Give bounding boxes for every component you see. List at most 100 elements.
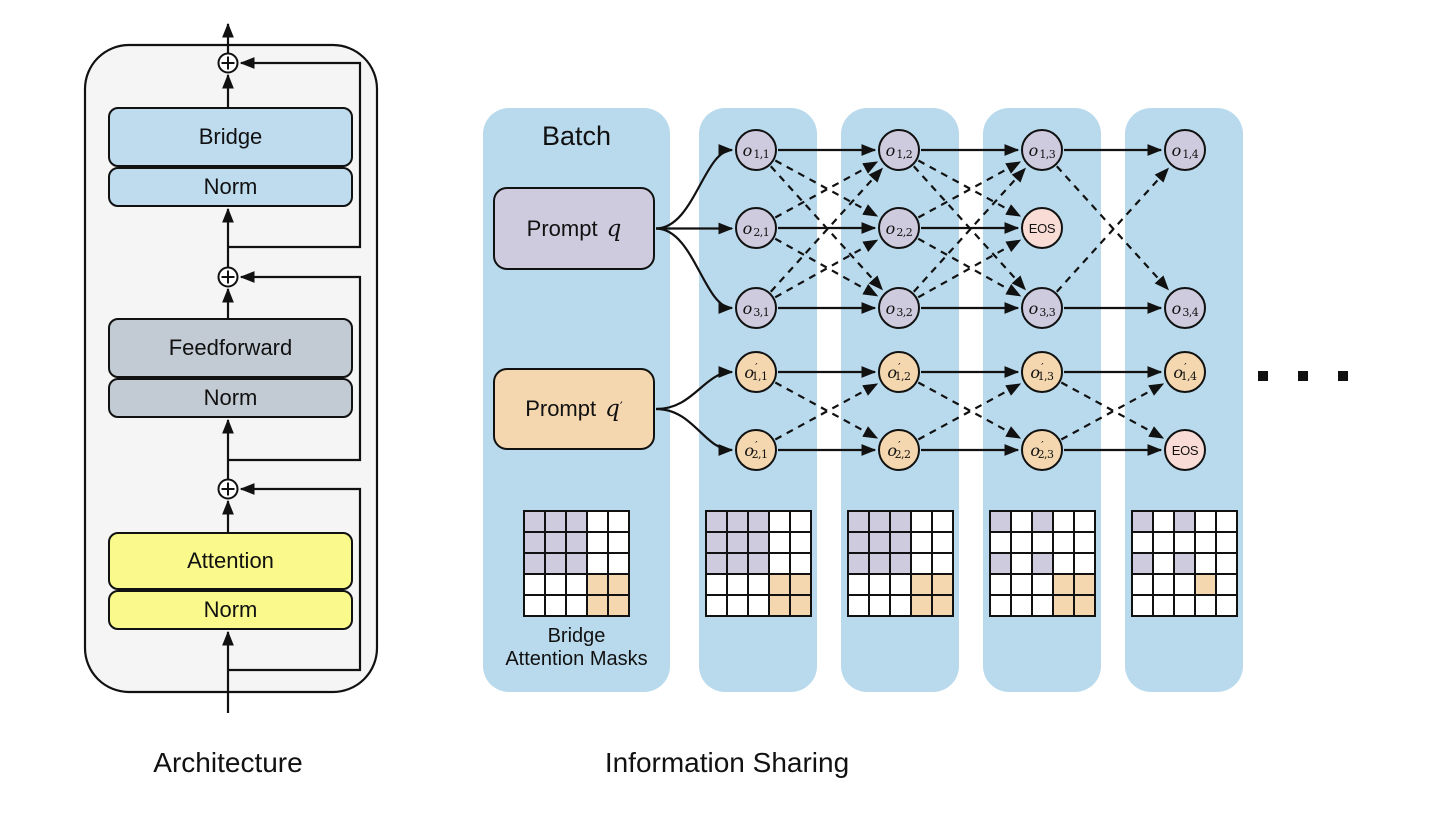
mask-cell	[1153, 575, 1173, 594]
token-base: o	[744, 440, 755, 460]
mask-cell	[1011, 533, 1031, 552]
mask-label-line2: Attention Masks	[505, 648, 648, 670]
mask-cell	[587, 596, 607, 615]
mask-cell	[911, 575, 931, 594]
token-base: o	[1171, 140, 1182, 160]
mask-cell	[932, 554, 952, 573]
token-node-p23: o′2,3	[1021, 429, 1063, 471]
mask-cell	[890, 512, 910, 531]
ellipsis-square	[1258, 371, 1268, 381]
token-prime: ′	[755, 360, 758, 374]
mask-cell	[848, 554, 868, 573]
token-subscript: 2,1	[753, 226, 770, 239]
token-subscript: 3,2	[896, 306, 913, 319]
mask-cell	[1216, 512, 1236, 531]
mask-cell	[1132, 512, 1152, 531]
token-prime: ′	[1041, 360, 1044, 374]
mask-cell	[1216, 596, 1236, 615]
mask-cell	[1032, 533, 1052, 552]
mask-cell	[790, 554, 810, 573]
mask-cell	[911, 533, 931, 552]
mask-cell	[727, 554, 747, 573]
mask-cell	[587, 533, 607, 552]
mask-cell	[1174, 575, 1194, 594]
token-node-eos1: EOS	[1021, 207, 1063, 249]
token-base: o	[1171, 298, 1182, 318]
token-subscript: 2,2	[894, 448, 912, 461]
mask-cell	[1032, 596, 1052, 615]
token-node-eos2: EOS	[1164, 429, 1206, 471]
mask-cell	[1195, 575, 1215, 594]
token-subscript: 1,4	[1182, 148, 1199, 161]
mask-cell	[932, 533, 952, 552]
mask-cell	[727, 575, 747, 594]
mask-cell	[608, 554, 628, 573]
mask-cell	[566, 575, 586, 594]
mask-cell	[1053, 596, 1073, 615]
token-subscript: 3,3	[1039, 306, 1056, 319]
mask-cell	[790, 596, 810, 615]
token-subscript: 2,2	[896, 226, 913, 239]
bridge-attention-mask-4	[1130, 510, 1238, 617]
ellipsis-square	[1298, 371, 1308, 381]
mask-cell	[1074, 533, 1094, 552]
mask-cell	[869, 575, 889, 594]
mask-cell	[566, 554, 586, 573]
mask-cell	[848, 575, 868, 594]
token-base: o	[1028, 298, 1039, 318]
mask-cell	[869, 512, 889, 531]
mask-cell	[848, 596, 868, 615]
mask-cell	[566, 533, 586, 552]
mask-cell	[1216, 575, 1236, 594]
mask-cell	[1053, 554, 1073, 573]
mask-cell	[790, 512, 810, 531]
token-base: o	[887, 440, 898, 460]
mask-cell	[706, 575, 726, 594]
mask-cell	[524, 512, 544, 531]
mask-cell	[727, 533, 747, 552]
mask-cell	[790, 533, 810, 552]
plus-icon	[217, 52, 239, 74]
token-node-p22: o′2,2	[878, 429, 920, 471]
eos-label: EOS	[1171, 442, 1199, 458]
mask-cell	[748, 596, 768, 615]
bridge-attention-mask-3	[988, 510, 1096, 617]
mask-cell	[587, 554, 607, 573]
mask-cell	[608, 596, 628, 615]
prompt-q-prime-mark: ′	[619, 399, 623, 415]
mask-cell	[524, 554, 544, 573]
token-base: o	[742, 298, 753, 318]
token-base: o	[1028, 140, 1039, 160]
mask-cell	[1153, 554, 1173, 573]
token-prime: ′	[1184, 360, 1187, 374]
mask-cell	[1011, 575, 1031, 594]
batch-label: Batch	[541, 121, 612, 151]
mask-cell	[1011, 512, 1031, 531]
token-base: o	[742, 218, 753, 238]
mask-cell	[545, 575, 565, 594]
token-node-p11: o′1,1	[735, 351, 777, 393]
token-base: o	[885, 140, 896, 160]
mask-cell	[1174, 596, 1194, 615]
mask-cell	[608, 575, 628, 594]
token-base: o	[1030, 362, 1041, 382]
prompt-q-prime-box: Prompt q ′	[493, 368, 655, 450]
token-node-p13: o′1,3	[1021, 351, 1063, 393]
mask-cell	[1011, 554, 1031, 573]
mask-cell	[890, 554, 910, 573]
token-base: o	[1030, 440, 1041, 460]
mask-cell	[727, 596, 747, 615]
bridge-attention-mask-2	[846, 510, 954, 617]
mask-cell	[748, 554, 768, 573]
mask-cell	[990, 533, 1010, 552]
token-prime: ′	[898, 360, 901, 374]
mask-cell	[566, 596, 586, 615]
mask-cell	[1174, 512, 1194, 531]
